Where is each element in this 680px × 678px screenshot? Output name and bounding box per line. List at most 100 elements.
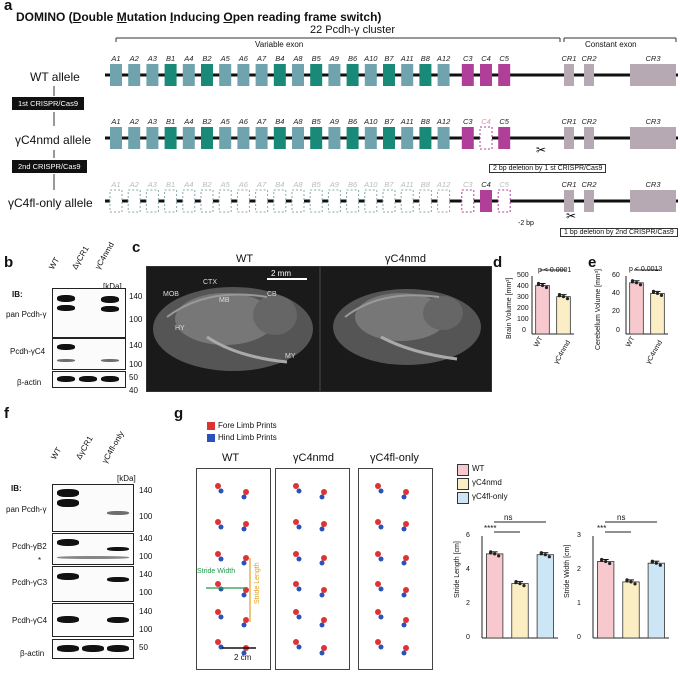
f-row-c3: Pcdh-γC3 — [12, 578, 48, 587]
d-bar-0 — [535, 285, 550, 335]
exon-label-A5-row2: A5 — [220, 180, 231, 189]
c-region-cb: CB — [267, 291, 277, 298]
row-label-flonly: γC4fl-only allele — [8, 196, 93, 210]
gwid-bar-1 — [622, 581, 640, 639]
exon-label-CR2-row1: CR2 — [581, 117, 597, 126]
g-length-ylabel: Stride Length [cm] — [454, 541, 461, 598]
exon-A7-row0 — [255, 64, 268, 86]
f-row-actin: β-actin — [20, 649, 45, 658]
fp-fore-0-2-r — [243, 555, 249, 561]
d-dot-1-2 — [565, 297, 570, 301]
exon-label-A2-row1: A2 — [129, 117, 140, 126]
c-region-ctx: CTX — [203, 279, 217, 286]
g-legend-nmd: γC4nmd — [472, 478, 502, 487]
c-region-my: MY — [285, 353, 296, 360]
exon-A9-row1 — [328, 127, 341, 149]
exon-label-A10-row0: A10 — [363, 54, 378, 63]
fp-hind-0-4-l — [218, 614, 224, 620]
exon-label-B7-row0: B7 — [384, 54, 394, 63]
exon-label-A10-row2: A10 — [363, 180, 378, 189]
exon-B7-row1 — [383, 127, 395, 149]
fp-hind-1-4-r — [319, 622, 325, 628]
fp-hind-2-0-r — [401, 494, 407, 500]
b-mk-2: 100 — [129, 315, 143, 324]
c-region-hy: HY — [175, 325, 185, 332]
fp-fore-0-2-l — [215, 551, 221, 557]
d-tick-2: 300 — [517, 294, 529, 301]
panel-letter-c: c — [132, 239, 141, 256]
exon-CR1-row1 — [564, 127, 574, 149]
g-legend-fl-swatch — [457, 492, 469, 504]
exon-label-A6-row0: A6 — [238, 54, 249, 63]
exon-label-A1-row1: A1 — [110, 117, 120, 126]
row-label-nmd: γC4nmd allele — [15, 133, 92, 147]
exon-A3-row2 — [145, 189, 159, 213]
exon-label-B1-row2: B1 — [166, 180, 175, 189]
exon-label-CR1-row1: CR1 — [561, 117, 576, 126]
g-wid-tick-0: 3 — [577, 532, 581, 539]
exon-label-B2-row1: B2 — [202, 117, 212, 126]
legend-fore-label: Fore Limb Prints — [218, 421, 277, 430]
exon-label-A1-row0: A1 — [110, 54, 120, 63]
glen-dot-0-3 — [489, 551, 493, 555]
exon-label-A1-row2: A1 — [110, 180, 120, 189]
b-mk-5: 50 — [129, 373, 138, 382]
exon-CR3-row2 — [630, 190, 676, 212]
exon-label-CR3-row1: CR3 — [645, 117, 661, 126]
exon-label-A6-row2: A6 — [238, 180, 249, 189]
fp-hind-2-4-l — [378, 614, 384, 620]
fp-fore-2-1-l — [375, 519, 381, 525]
e-pvalue: p < 0.0013 — [629, 266, 663, 273]
exon-label-B7-row1: B7 — [384, 117, 394, 126]
gwid-dot-1-2 — [633, 582, 637, 586]
fp-fore-1-0-r — [321, 489, 327, 495]
fp-fore-1-1-r — [321, 521, 327, 527]
exon-A11-row0 — [401, 64, 414, 86]
exon-A10-row0 — [364, 64, 377, 86]
fp-hind-1-2-r — [319, 560, 325, 566]
d-bar-1 — [556, 296, 571, 335]
fp-fore-0-3-l — [215, 581, 221, 587]
exon-A2-row0 — [128, 64, 141, 86]
d-tick-0: 500 — [517, 272, 529, 279]
fp-hind-1-2-l — [296, 556, 302, 562]
f-lane-dcr1: ΔγCR1 — [74, 434, 95, 461]
exon-A7-row2 — [255, 189, 269, 213]
f-mk-8: 100 — [139, 625, 153, 634]
e-dot-0-2 — [638, 283, 643, 287]
fp-fore-1-2-r — [321, 555, 327, 561]
glen-dot-1-2 — [522, 584, 526, 588]
exon-label-A5-row0: A5 — [220, 54, 231, 63]
exon-A6-row2 — [236, 189, 250, 213]
fp-fore-2-5-r — [403, 645, 409, 651]
gwid-bar-0 — [597, 561, 615, 639]
d-dot-1-1 — [561, 295, 566, 299]
exon-B2-row1 — [201, 127, 213, 149]
fp-hind-1-1-r — [319, 526, 325, 532]
g-len-tick-0: 6 — [466, 532, 470, 539]
glen-dot-2-3 — [539, 552, 543, 556]
fp-fore-2-2-r — [403, 555, 409, 561]
e-tick-3: 0 — [616, 327, 620, 334]
exon-label-A3-row2: A3 — [147, 180, 158, 189]
exon-A3-row0 — [146, 64, 159, 86]
fp-hind-0-4-r — [241, 622, 247, 628]
exon-CR2-row0 — [584, 64, 594, 86]
exon-C5-row2 — [497, 189, 511, 213]
g-wid-tick-3: 0 — [577, 634, 581, 641]
f-mk-2: 100 — [139, 512, 153, 521]
b-blot-c4 — [52, 338, 126, 370]
exon-C3-row2 — [461, 189, 475, 213]
footprint-wt — [196, 468, 271, 670]
exon-C4-row0 — [480, 64, 492, 86]
note-2bp: 2 bp deletion by 1 st CRISPR/Cas9 — [489, 164, 607, 173]
f-row-c4: Pcdh-γC4 — [12, 616, 48, 625]
exon-CR2-row1 — [584, 127, 594, 149]
fp-hind-1-5-r — [319, 650, 325, 656]
exon-A6-row1 — [237, 127, 250, 149]
gwid-dot-2-2 — [658, 563, 662, 567]
g-ns-2: ns — [617, 513, 626, 522]
exon-A2-row2 — [127, 189, 141, 213]
fp-fore-0-4-l — [215, 609, 221, 615]
